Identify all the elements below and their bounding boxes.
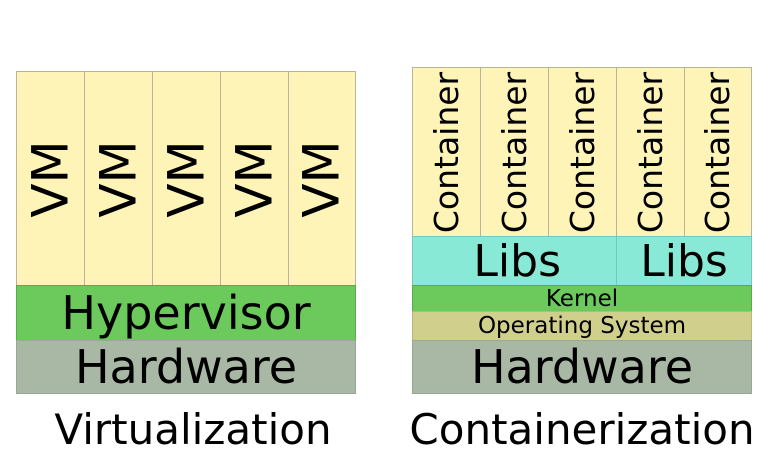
operating-system-layer: Operating System xyxy=(412,311,752,341)
hardware-layer: Hardware xyxy=(412,340,752,394)
libs-block: Libs xyxy=(616,236,752,286)
vm-label: VM xyxy=(157,139,216,218)
hardware-layer: Hardware xyxy=(16,340,356,394)
vm-label: VM xyxy=(293,139,351,218)
container-label: Container xyxy=(563,71,603,233)
container-label: Container xyxy=(698,71,738,233)
hypervisor-label: Hypervisor xyxy=(61,286,311,340)
container-label: Container xyxy=(427,71,467,233)
libs-label: Libs xyxy=(640,236,728,286)
container-label: Container xyxy=(495,71,535,233)
vm-label: VM xyxy=(21,139,80,218)
hypervisor-layer: Hypervisor xyxy=(16,285,356,341)
container-block: Container xyxy=(616,67,685,237)
vm-label: VM xyxy=(225,139,284,218)
libs-label: Libs xyxy=(473,236,561,286)
kernel-layer: Kernel xyxy=(412,285,752,312)
vm-block: VM xyxy=(288,71,356,286)
vm-label: VM xyxy=(89,139,148,218)
hardware-label: Hardware xyxy=(470,340,694,394)
os-label: Operating System xyxy=(477,313,687,339)
container-block: Container xyxy=(412,67,481,237)
hardware-label: Hardware xyxy=(74,340,298,394)
vm-block: VM xyxy=(16,71,85,286)
container-block: Container xyxy=(480,67,549,237)
container-block: Container xyxy=(548,67,617,237)
vm-block: VM xyxy=(220,71,289,286)
vm-block: VM xyxy=(152,71,221,286)
container-label: Container xyxy=(631,71,671,233)
vm-block: VM xyxy=(84,71,153,286)
container-block: Container xyxy=(684,67,752,237)
kernel-label: Kernel xyxy=(545,285,619,312)
virtualization-caption: Virtualization xyxy=(54,405,332,454)
containerization-caption: Containerization xyxy=(409,405,755,454)
libs-block: Libs xyxy=(412,236,617,286)
